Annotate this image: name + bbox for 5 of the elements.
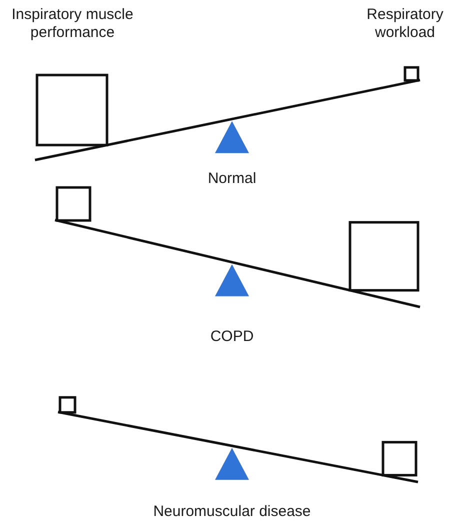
condition-caption: COPD [209, 328, 255, 346]
scale-side-label: Respiratory workload [366, 6, 444, 42]
condition-caption: Neuromuscular disease [152, 503, 312, 521]
condition-caption: Normal [206, 170, 258, 188]
scale-side-label: Inspiratory muscle performance [10, 6, 134, 42]
